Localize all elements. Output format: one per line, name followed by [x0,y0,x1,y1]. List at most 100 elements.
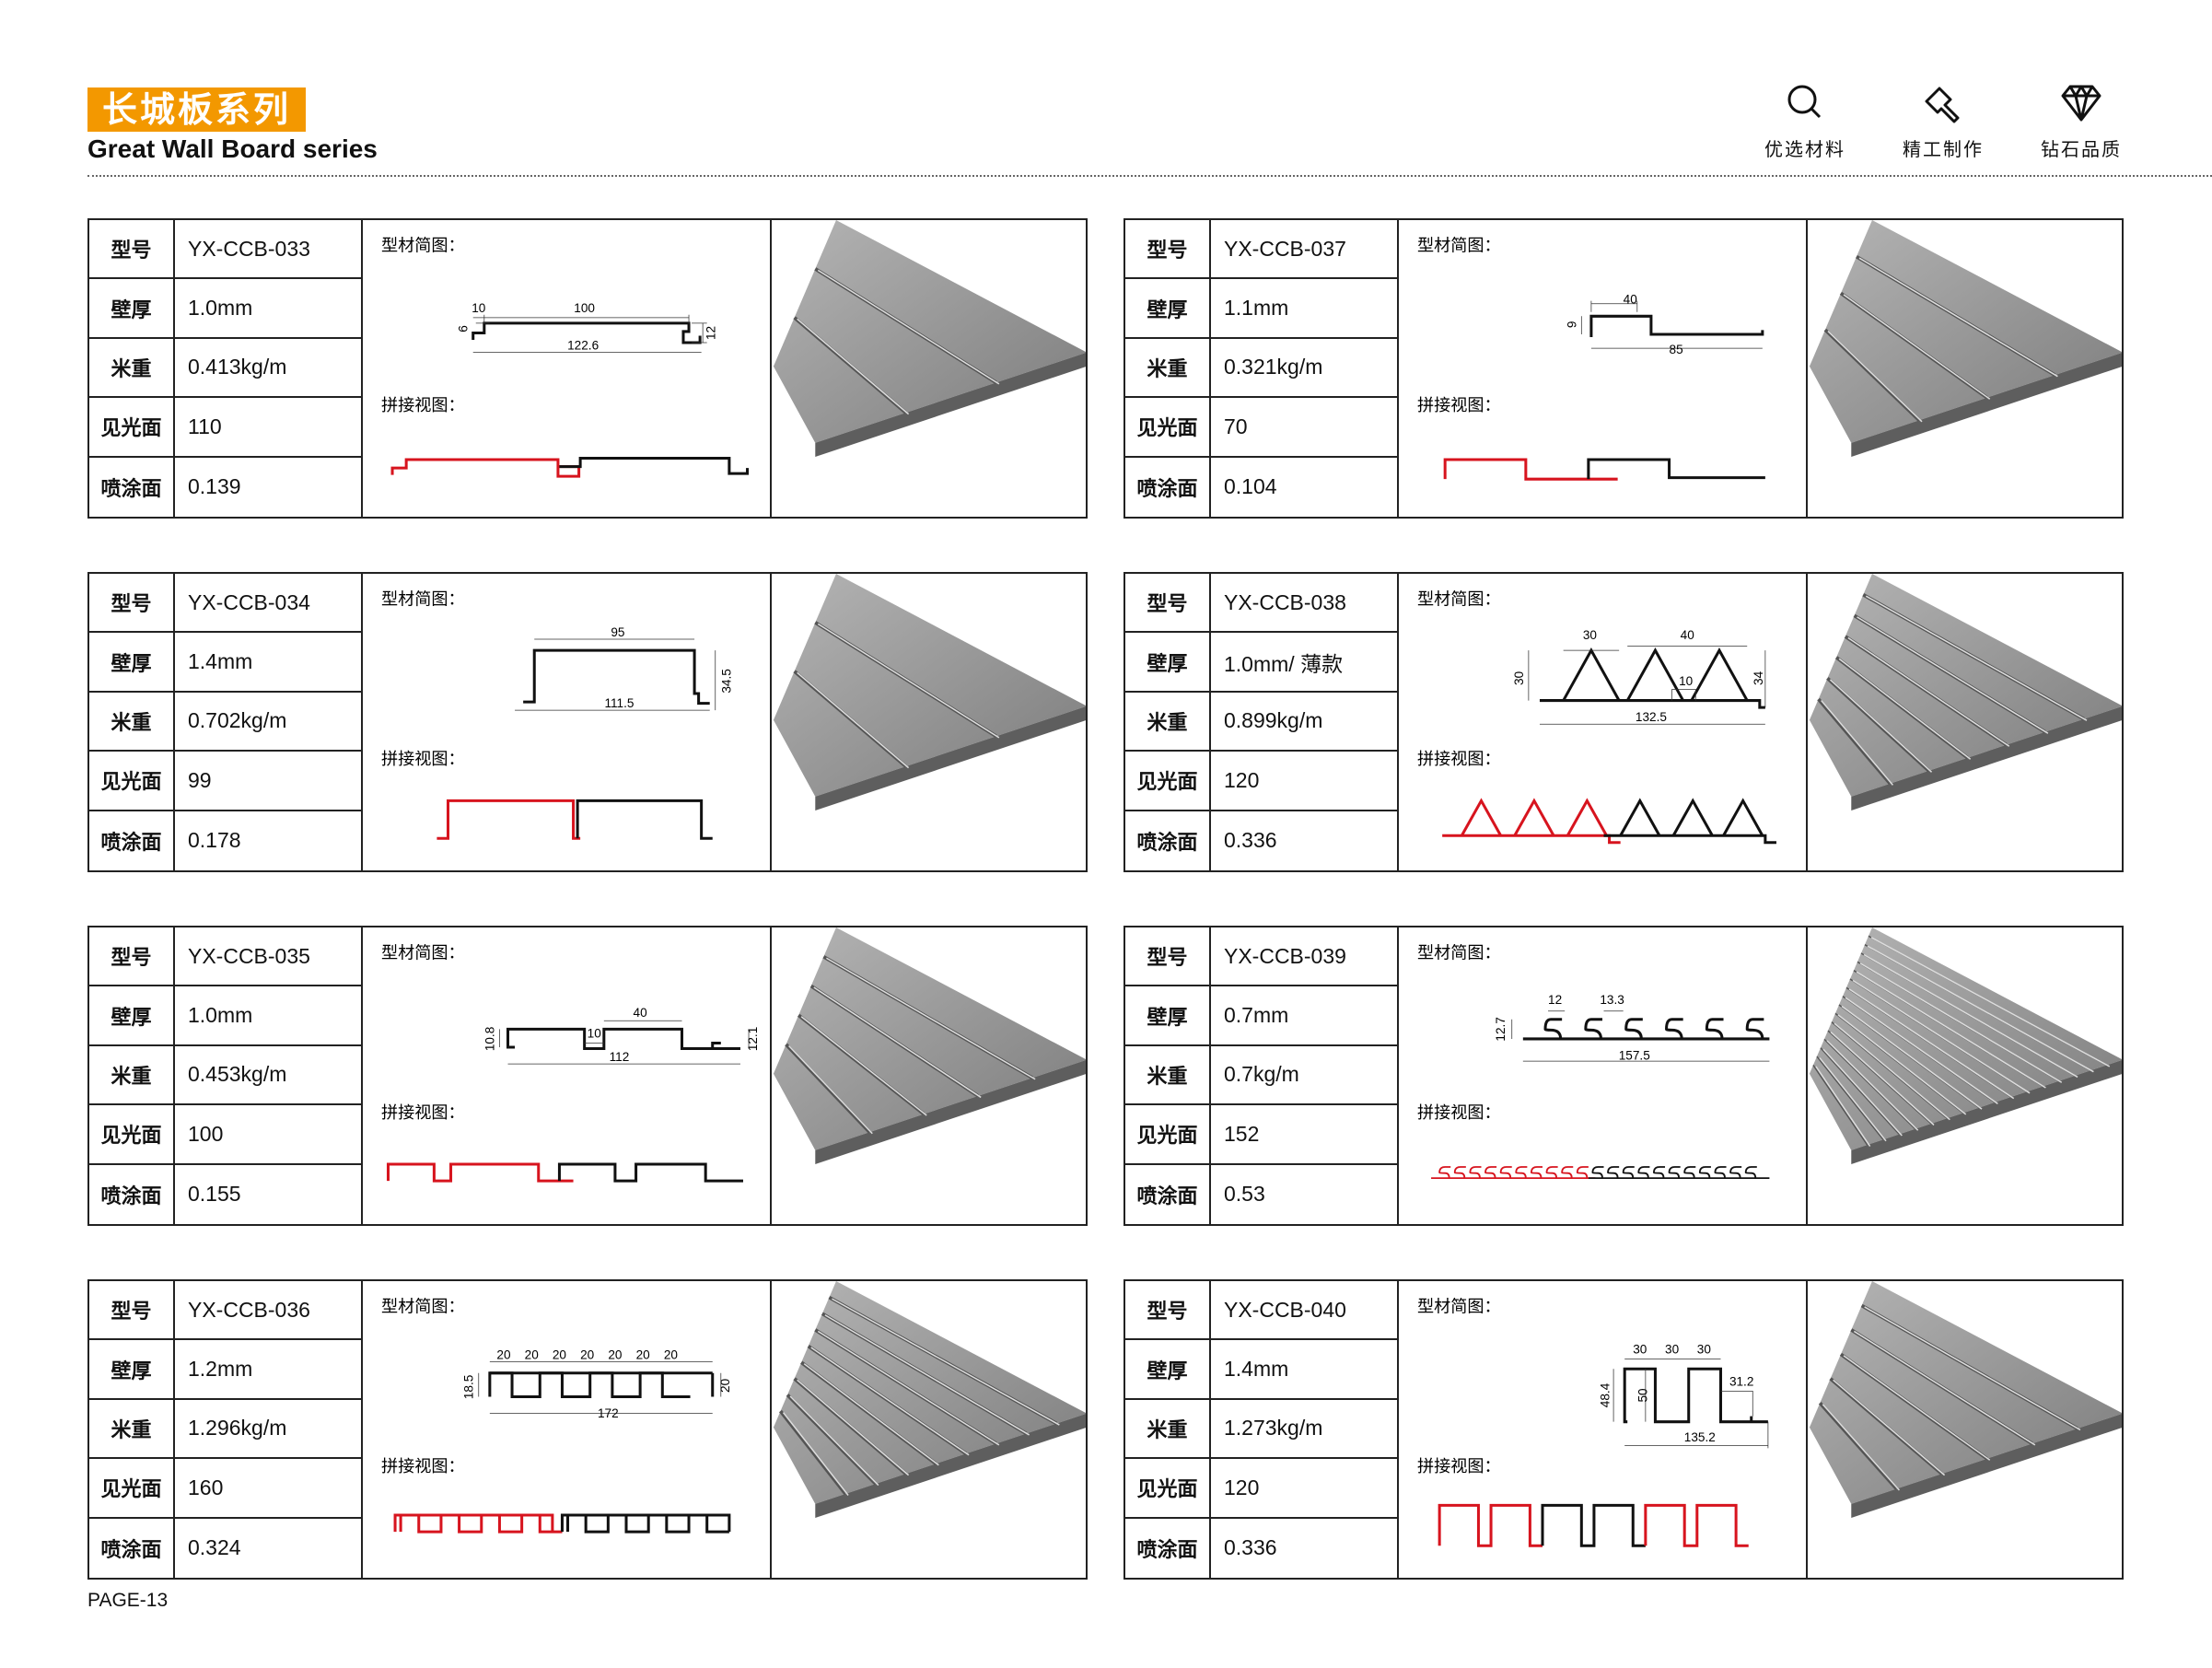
dimension-label: 10 [588,1026,602,1040]
spec-label: 型号 [1125,927,1211,986]
dimension-label: 20 [525,1348,540,1362]
spec-label: 壁厚 [1125,986,1211,1044]
board-rib-highlight [1858,257,2058,378]
feature-fine-craft: 精工制作 [1888,81,1998,161]
spec-label: 见光面 [1125,1459,1211,1517]
dimension-label: 100 [574,301,595,315]
spec-label: 壁厚 [89,279,175,337]
spec-label: 见光面 [89,398,175,456]
profile-caption: 型材简图： [1417,1297,1501,1316]
joint-caption: 拼接视图： [381,1103,465,1123]
dimension-label: 20 [664,1348,679,1362]
board-rib-highlight [800,1016,927,1116]
spec-label: 见光面 [1125,398,1211,456]
board-render [773,927,1086,1164]
board-rib-highlight [826,957,1036,1080]
spec-label: 壁厚 [89,986,175,1044]
dimension-label: 20 [496,1348,511,1362]
joint-caption: 拼接视图： [1417,1457,1501,1476]
board-rib-highlight [817,269,1000,385]
spray-value: 0.178 [188,828,241,853]
spray-value: 0.139 [188,474,241,499]
board-rib [1831,1021,1948,1119]
dimension-label: 12 [1548,993,1562,1007]
board-rib [1816,1056,1884,1140]
board-rib-highlight [797,318,910,415]
board-front-edge [815,1059,1086,1164]
feature-label: 优选材料 [1764,138,1845,160]
dimension-label: 10 [472,301,486,315]
dimension-label: 20 [553,1348,567,1362]
dimension-label: 12 [704,326,718,340]
dimension-label: 18.5 [462,1375,476,1399]
board-rib-highlight [1847,636,2010,747]
thickness-value: 1.4mm [1224,1357,1289,1382]
board-rib-highlight [797,1379,910,1476]
board-rib-highlight [832,1298,1060,1426]
model-value: YX-CCB-036 [188,1297,310,1322]
thickness-value: 1.0mm [188,1003,253,1028]
spec-label: 喷涂面 [89,1518,175,1578]
board-rib-highlight [1827,331,1923,423]
model-value: YX-CCB-038 [1224,589,1346,614]
diamond-icon [2061,85,2101,122]
dimension-label: 85 [1670,343,1683,356]
dimension-label: 30 [1512,671,1526,685]
spec-label: 喷涂面 [1125,1518,1211,1578]
spray-value: 0.324 [188,1535,241,1560]
spec-label: 壁厚 [89,633,175,691]
board-rib-highlight [803,1363,939,1466]
spec-row-thickness: 壁厚 0.7mm [1125,986,1397,1046]
board-top-face [773,1281,1086,1504]
board-rib-highlight [1834,1022,1950,1121]
dimension-label: 157.5 [1619,1049,1650,1063]
board-rib-highlight [817,623,1000,739]
profile-caption: 型材简图： [1417,589,1501,609]
profile-caption: 型材简图： [381,236,465,255]
board-rib-highlight [817,1330,1000,1446]
dimension-label: 12.1 [746,1027,760,1051]
spec-row-spray: 喷涂面 0.139 [89,457,361,517]
dimension-label: 31.2 [1729,1374,1753,1388]
joint-caption: 拼接视图： [1417,1103,1501,1123]
product-photo [772,574,1086,870]
spec-label: 喷涂面 [89,457,175,517]
board-render [773,574,1086,811]
board-rib [1820,1047,1900,1136]
profile-caption: 型材简图： [381,943,465,962]
dimension-label: 13.3 [1600,993,1624,1007]
board-rib-highlight [1867,945,2094,1073]
board-rib [793,1377,907,1476]
board-rib-highlight [1821,700,1894,786]
board-rib-highlight [1853,1330,2036,1446]
board-rib [1823,1038,1916,1130]
profile-caption: 型材简图： [1417,943,1501,962]
dimension-label: 30 [1697,1343,1712,1357]
board-rib [1826,676,1930,773]
board-rib-highlight [1838,658,1972,760]
thickness-value: 0.7mm [1224,1003,1289,1028]
dimension-label: 20 [636,1348,651,1362]
profile-caption: 型材简图： [1417,236,1501,255]
board-rib-highlight [1843,294,1991,400]
board-front-edge [1851,1413,2122,1518]
dimension-label: 9 [1565,321,1578,329]
